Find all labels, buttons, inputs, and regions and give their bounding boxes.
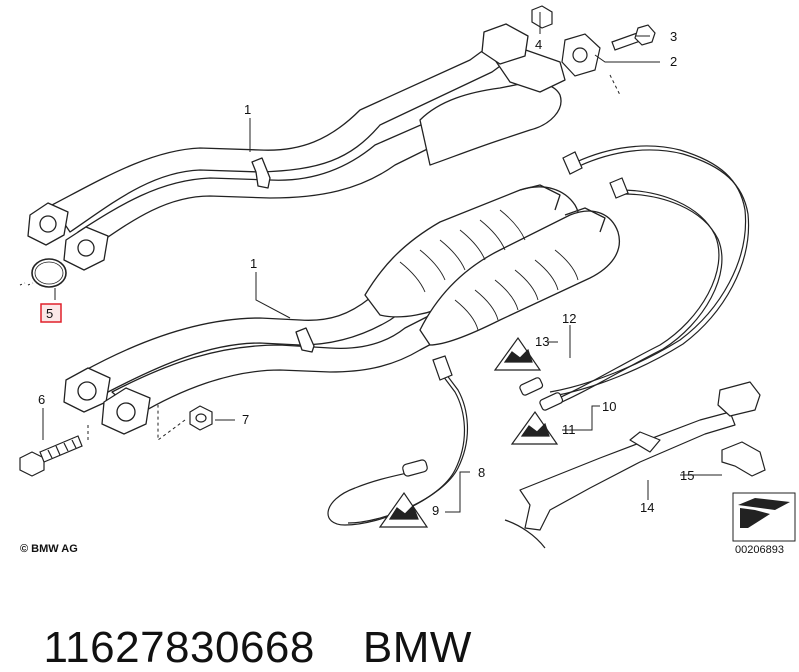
converter-ribs bbox=[399, 209, 579, 331]
gasket-ring bbox=[31, 258, 67, 288]
callout-3: 3 bbox=[670, 29, 677, 44]
warning-triangle-13 bbox=[493, 336, 542, 371]
warning-triangle-11 bbox=[510, 410, 559, 445]
callout-4: 4 bbox=[535, 37, 542, 52]
brand-name: BMW bbox=[362, 623, 472, 672]
top-bolt-part bbox=[611, 24, 656, 51]
callout-12: 12 bbox=[562, 311, 576, 326]
callout-8: 8 bbox=[478, 465, 485, 480]
callout-15: 15 bbox=[680, 468, 694, 483]
callout-1-upper: 1 bbox=[244, 102, 251, 117]
cable-bracket bbox=[504, 381, 761, 549]
copyright-label: © BMW AG bbox=[20, 543, 78, 555]
sensor-8-cable bbox=[327, 355, 468, 526]
callout-2: 2 bbox=[670, 54, 677, 69]
callout-labels: 1 1 2 3 4 5 6 7 8 9 10 11 12 13 14 15 bbox=[38, 29, 694, 518]
callout-5-highlight-box bbox=[40, 303, 62, 323]
callout-10: 10 bbox=[602, 399, 616, 414]
lower-exhaust-pipe bbox=[63, 184, 620, 435]
orientation-arrow-icon bbox=[732, 492, 796, 542]
upper-exhaust-pipe bbox=[27, 23, 566, 271]
callout-1-lower: 1 bbox=[250, 256, 257, 271]
bolt-part bbox=[19, 435, 83, 477]
leader-lines bbox=[19, 12, 722, 513]
clip-part bbox=[721, 441, 766, 477]
flange-gasket-part bbox=[561, 33, 601, 77]
callout-7: 7 bbox=[242, 412, 249, 427]
top-nut-part bbox=[531, 5, 553, 29]
callout-5: 5 bbox=[46, 306, 53, 321]
nut-part bbox=[189, 405, 213, 431]
callout-13: 13 bbox=[535, 334, 549, 349]
callout-6: 6 bbox=[38, 392, 45, 407]
callout-11: 11 bbox=[562, 422, 576, 437]
document-number: 00206893 bbox=[735, 544, 784, 556]
warning-triangle-9 bbox=[378, 491, 429, 528]
callout-14: 14 bbox=[640, 500, 654, 515]
part-number: 11627830668 bbox=[43, 623, 315, 672]
oxygen-sensor-cables bbox=[519, 145, 750, 411]
callout-9: 9 bbox=[432, 503, 439, 518]
part-caption: 11627830668 BMW bbox=[18, 582, 472, 670]
